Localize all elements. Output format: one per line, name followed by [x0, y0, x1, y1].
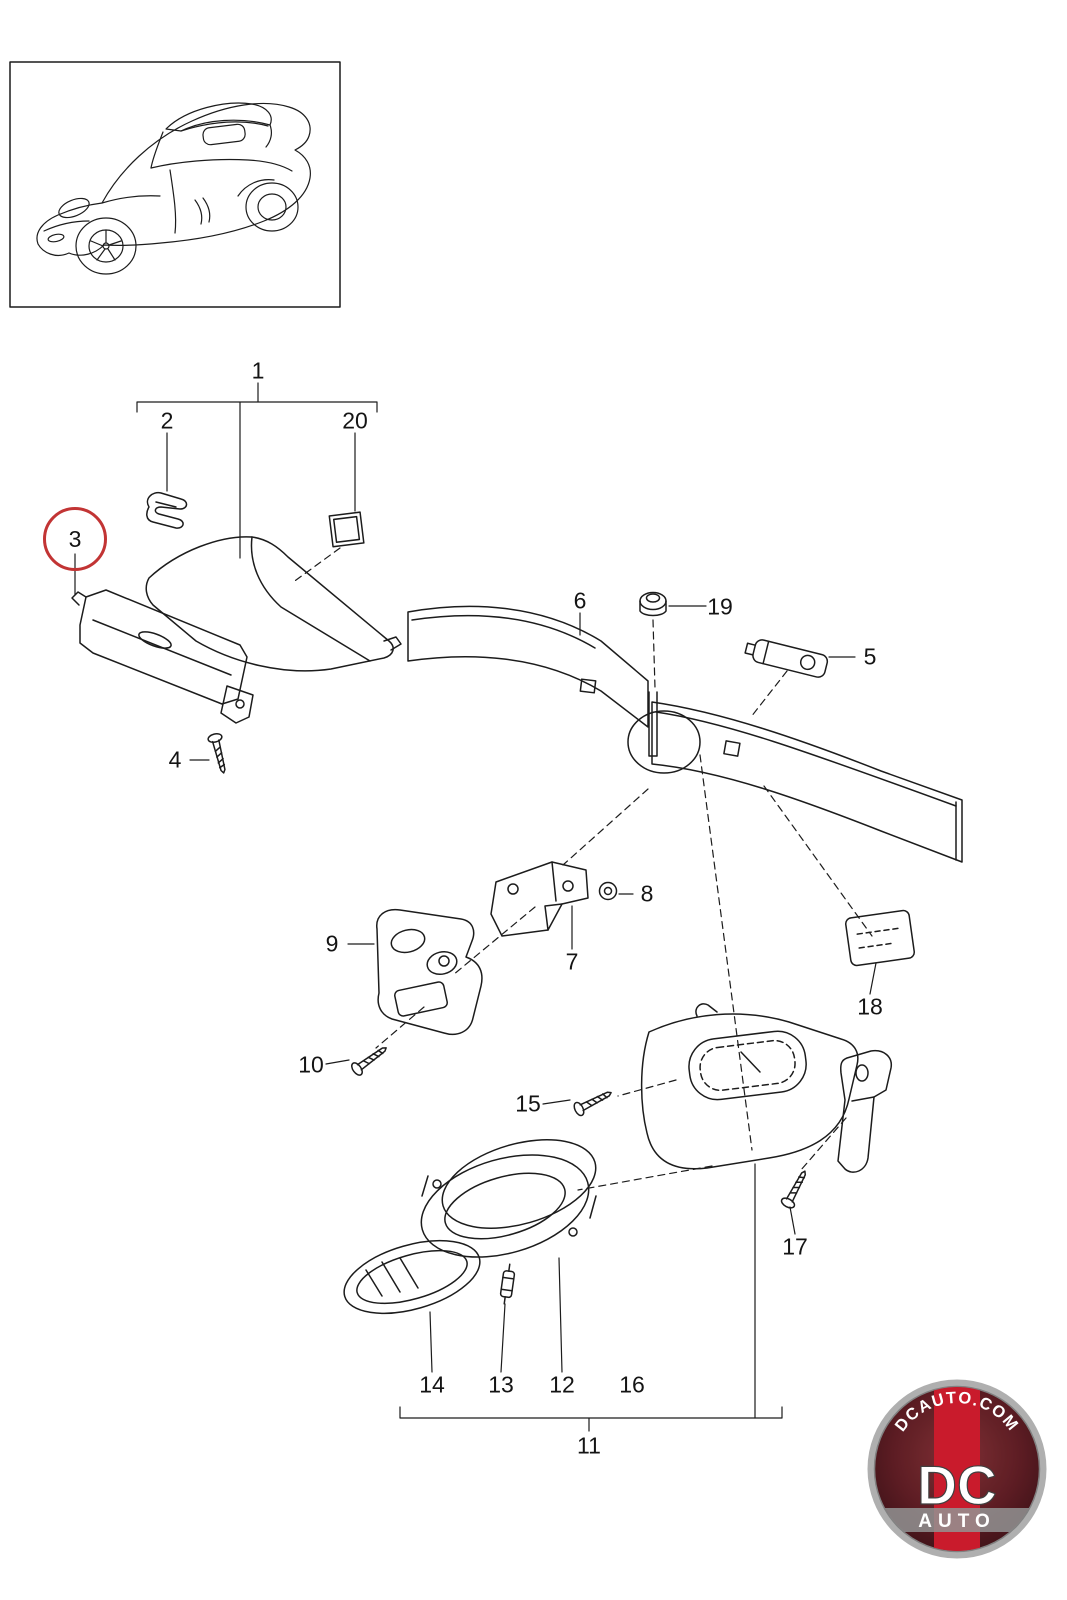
callout-8: 8: [640, 880, 654, 907]
part-14-lens: [343, 1239, 481, 1315]
callout-5: 5: [863, 643, 877, 670]
badge-gray-band: [878, 1508, 1036, 1532]
part-2-clip: [146, 491, 188, 529]
callout-19: 19: [707, 593, 733, 620]
callout-16: 16: [619, 1371, 645, 1398]
assembly-dashed-lines: [291, 547, 873, 1191]
callout-7: 7: [565, 948, 579, 975]
badge-inner-ring: [873, 1385, 1041, 1553]
part-8-washer: [598, 881, 618, 901]
callout-2: 2: [160, 407, 174, 434]
part-18-pad: [844, 909, 916, 967]
part-visor-mount: [837, 1049, 892, 1173]
callout-10: 10: [298, 1051, 324, 1078]
part-13-bulb: [499, 1263, 516, 1305]
callout-6: 6: [573, 587, 587, 614]
callout-18: 18: [857, 993, 883, 1020]
part-20-damping-pad: [328, 511, 365, 548]
part-9-switch-housing: [376, 908, 483, 1036]
callout-11: 11: [577, 1432, 601, 1459]
callout-3: 3: [43, 507, 107, 571]
vehicle-sketch: [36, 102, 311, 275]
callout-9: 9: [325, 930, 339, 957]
callout-1: 1: [251, 357, 265, 384]
callout-15: 15: [515, 1090, 541, 1117]
callout-17: 17: [782, 1233, 808, 1260]
callout-13: 13: [488, 1371, 514, 1398]
part-3-trim-panel: [71, 589, 254, 724]
part-sun-visor: [640, 1003, 859, 1170]
leader-lines: [74, 382, 877, 1432]
callout-20: 20: [342, 407, 368, 434]
callout-4: 4: [168, 746, 182, 773]
callout-12: 12: [549, 1371, 575, 1398]
dcauto-watermark-badge: DCAUTO.COM DC AUTO: [866, 1378, 1048, 1560]
part-19-grommet: [639, 591, 667, 617]
part-12-light-housing: [420, 1139, 597, 1258]
badge-initials: DC: [917, 1454, 996, 1516]
vehicle-thumbnail: [9, 61, 341, 308]
badge-word: AUTO: [918, 1511, 995, 1532]
part-5-bracket: [744, 639, 829, 678]
part-1-a-pillar-trim: [145, 536, 402, 672]
part-6-windshield-frame-trim: [407, 605, 963, 863]
callout-14: 14: [419, 1371, 445, 1398]
part-7-bracket: [490, 861, 589, 937]
